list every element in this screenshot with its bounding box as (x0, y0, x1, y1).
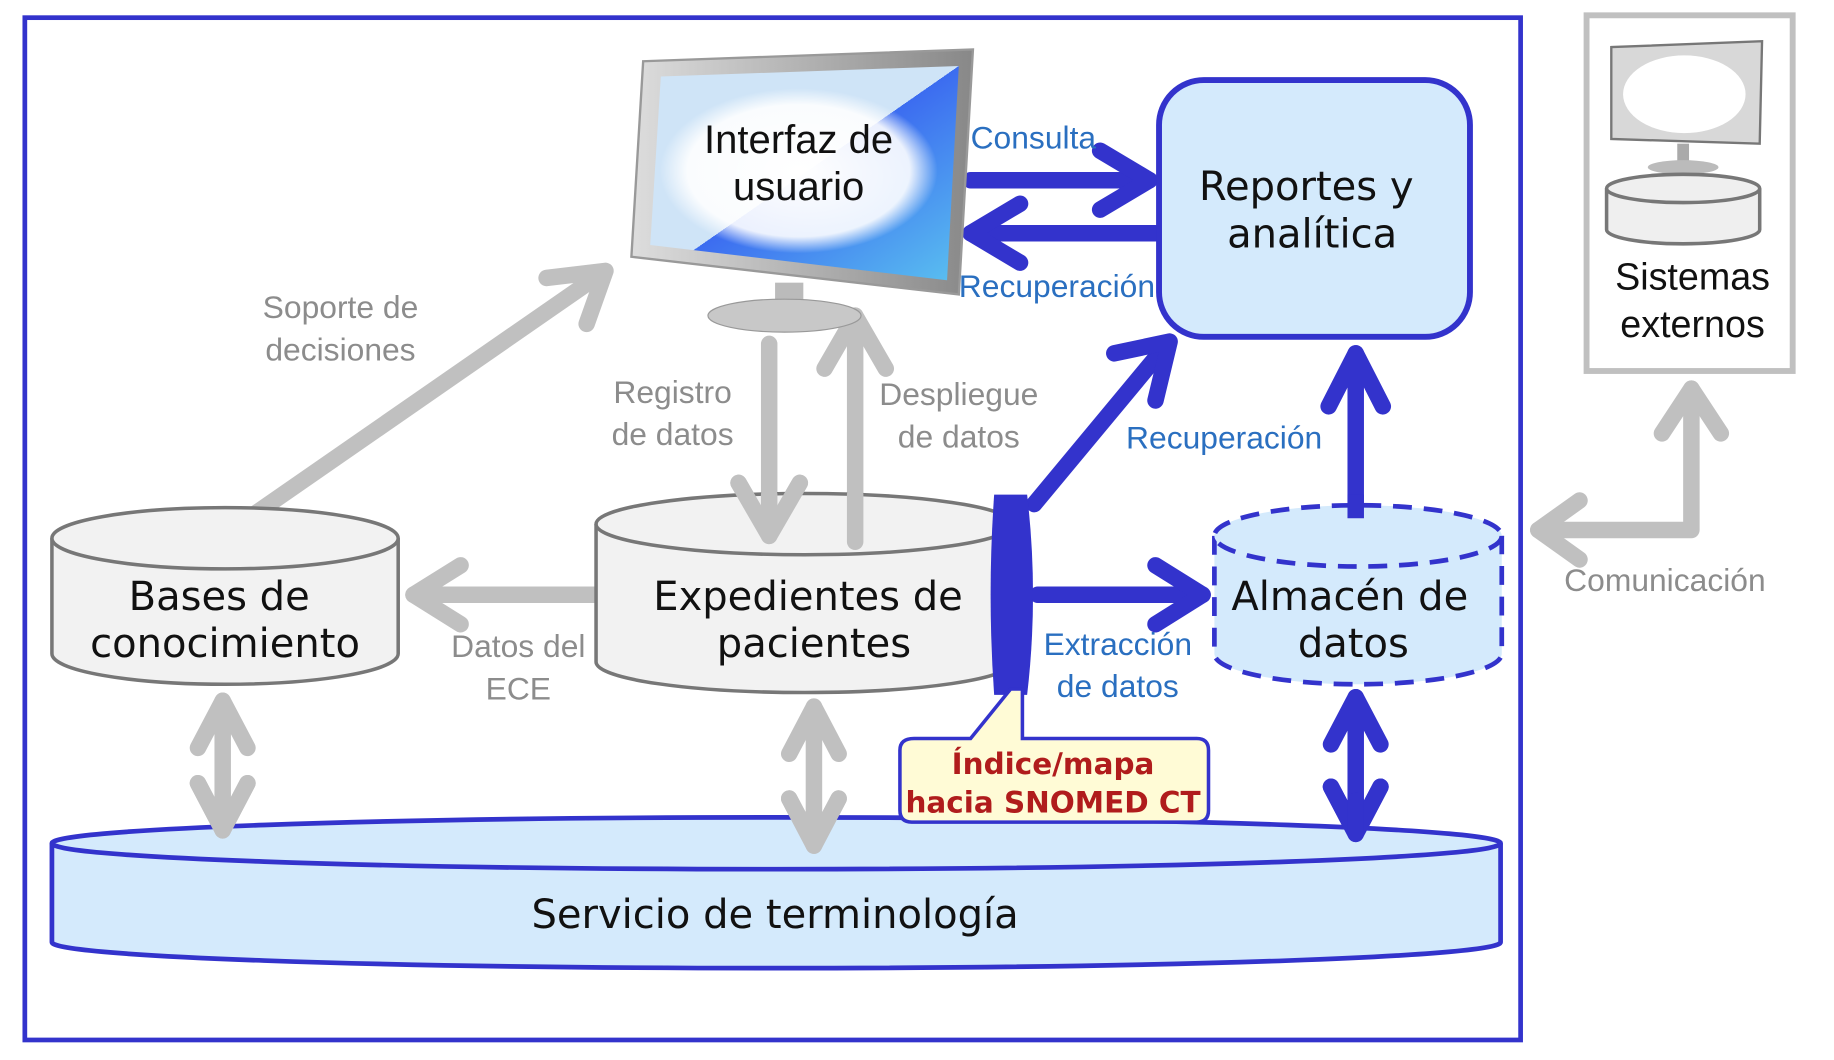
query-arrow (962, 142, 1158, 218)
snomed-index-band (990, 494, 1034, 695)
system-frame (22, 15, 1523, 1043)
retrieval-label-mid: Recuperación (1126, 420, 1322, 456)
query-label: Consulta (971, 119, 1097, 155)
decision-support-arrow (240, 262, 614, 527)
retrieval-arrow-mid (1025, 333, 1178, 513)
communication-arrow (1530, 380, 1730, 568)
extraction-arrow (1029, 557, 1211, 633)
retrieval-label-top: Recuperación (959, 268, 1155, 304)
ehr-data-arrow (405, 557, 605, 633)
warehouse-to-reports-arrow (1320, 345, 1392, 527)
terminology-service-node[interactable]: Servicio de terminología (49, 815, 1503, 971)
database-icon (1604, 172, 1762, 246)
retrieval-arrow-top (962, 195, 1164, 271)
monitor-icon (630, 48, 975, 333)
communication-label: Comunicación (1564, 562, 1765, 598)
terminology-service-label: Servicio de terminología (531, 892, 1018, 938)
monitor-icon (1610, 39, 1764, 175)
